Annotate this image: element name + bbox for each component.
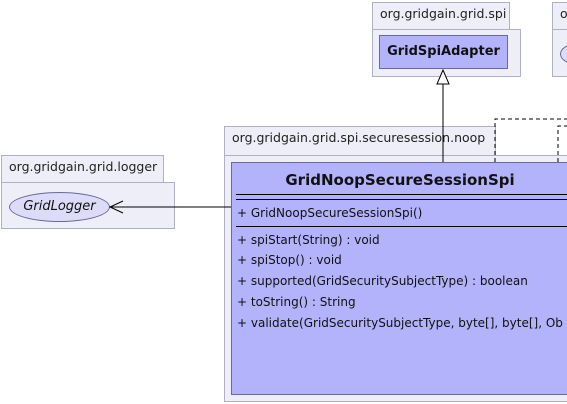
dependency-arrowhead bbox=[108, 200, 124, 214]
method-item: + spiStop() : void bbox=[237, 253, 342, 267]
class-divider-constructors bbox=[236, 226, 567, 227]
class-grid-spi-adapter[interactable]: GridSpiAdapter bbox=[379, 35, 508, 69]
method-item: + supported(GridSecuritySubjectType) : b… bbox=[237, 274, 528, 288]
generalization-arrowhead bbox=[436, 68, 450, 85]
package-name-logger: org.gridgain.grid.logger bbox=[9, 159, 158, 174]
class-divider-name bbox=[236, 194, 567, 195]
method-item: + validate(GridSecuritySubjectType, byte… bbox=[237, 316, 563, 330]
package-tab-logger: org.gridgain.grid.logger bbox=[1, 155, 164, 183]
class-name-grid-noop-secure-session-spi: GridNoopSecureSessionSpi bbox=[285, 171, 515, 189]
method-item: + spiStart(String) : void bbox=[237, 233, 380, 247]
package-name-spi: org.gridgain.grid.spi bbox=[380, 6, 507, 21]
package-name-partial: o bbox=[560, 6, 567, 21]
class-divider-attributes bbox=[236, 199, 567, 200]
method-item: + toString() : String bbox=[237, 295, 356, 309]
class-grid-noop-secure-session-spi[interactable]: GridNoopSecureSessionSpi + GridNoopSecur… bbox=[231, 162, 567, 395]
dashed-connector-inner bbox=[557, 125, 567, 162]
interface-grid-logger[interactable]: GridLogger bbox=[9, 192, 110, 222]
dashed-connector-outer bbox=[494, 118, 567, 162]
package-tab-securesession: org.gridgain.grid.spi.securesession.noop bbox=[224, 126, 496, 156]
interface-name-grid-logger: GridLogger bbox=[23, 199, 96, 214]
package-tab-spi: org.gridgain.grid.spi bbox=[372, 2, 510, 30]
package-name-securesession: org.gridgain.grid.spi.securesession.noop bbox=[232, 130, 486, 145]
class-name-grid-spi-adapter: GridSpiAdapter bbox=[387, 44, 500, 59]
constructor-item: + GridNoopSecureSessionSpi() bbox=[237, 206, 423, 220]
package-body-partial bbox=[552, 29, 567, 77]
